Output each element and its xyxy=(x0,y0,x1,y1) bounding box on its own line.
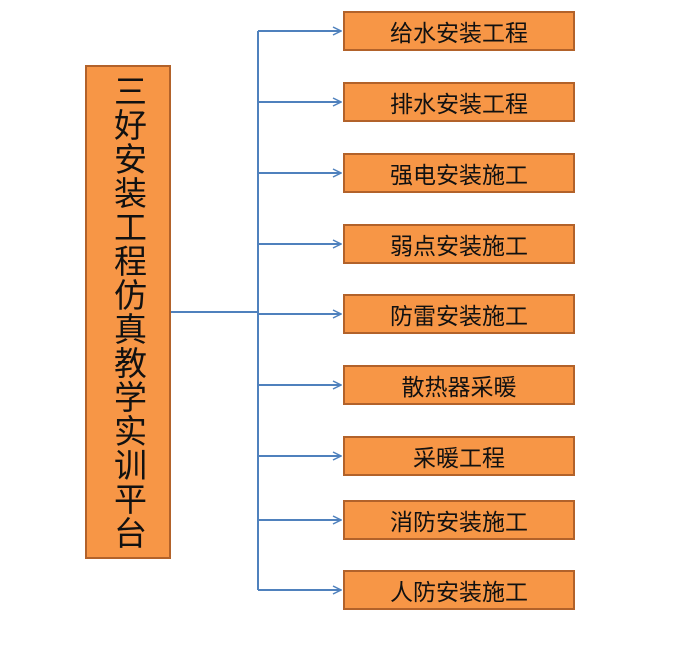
root-node: 三好安装工程仿真教学实训平台 xyxy=(85,65,171,559)
child-node-water-supply: 给水安装工程 xyxy=(343,11,575,51)
child-node-weak-current: 弱点安装施工 xyxy=(343,224,575,264)
child-label: 采暖工程 xyxy=(413,446,505,472)
child-node-strong-current: 强电安装施工 xyxy=(343,153,575,193)
child-label: 散热器采暖 xyxy=(401,375,517,401)
child-label: 强电安装施工 xyxy=(390,163,528,189)
child-label: 消防安装施工 xyxy=(390,510,528,536)
root-label: 三好安装工程仿真教学实训平台 xyxy=(108,74,148,550)
child-label: 排水安装工程 xyxy=(390,92,528,118)
child-label: 人防安装施工 xyxy=(390,580,528,606)
child-node-fire-protection: 消防安装施工 xyxy=(343,500,575,540)
child-label: 防雷安装施工 xyxy=(390,304,528,330)
child-node-heating: 采暖工程 xyxy=(343,436,575,476)
child-label: 给水安装工程 xyxy=(390,21,528,47)
child-node-drainage: 排水安装工程 xyxy=(343,82,575,122)
child-node-lightning-protection: 防雷安装施工 xyxy=(343,294,575,334)
child-label: 弱点安装施工 xyxy=(390,234,528,260)
child-node-civil-defense: 人防安装施工 xyxy=(343,570,575,610)
child-node-radiator-heating: 散热器采暖 xyxy=(343,365,575,405)
